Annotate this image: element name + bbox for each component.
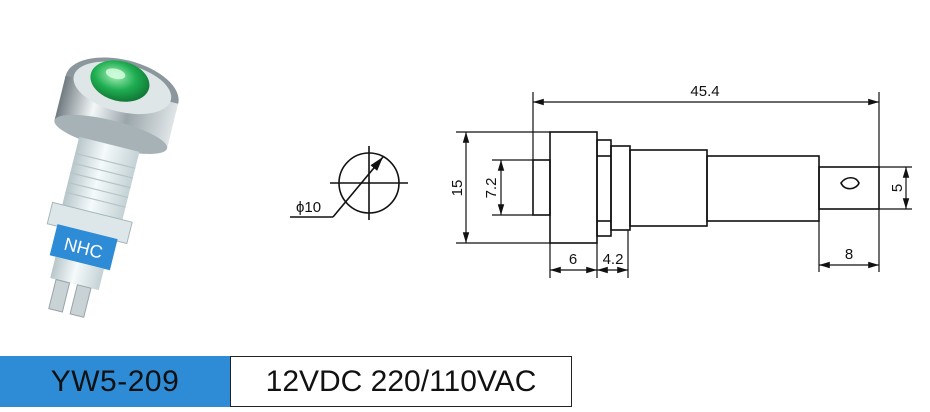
main-body xyxy=(549,131,598,244)
collar xyxy=(610,145,631,231)
thread-body xyxy=(629,149,708,227)
diameter-leader xyxy=(332,156,384,218)
rear-housing xyxy=(706,155,820,222)
side-view xyxy=(532,131,880,244)
terminal xyxy=(818,166,880,210)
terminal-hole xyxy=(840,176,860,190)
voltage-spec: 12VDC 220/110VAC xyxy=(265,364,537,398)
voltage-box: 12VDC 220/110VAC xyxy=(230,356,572,407)
diameter-label: ϕ10 xyxy=(296,199,321,216)
label-terminal-width: 5 xyxy=(889,184,906,192)
label-nut-length: 4.2 xyxy=(603,251,624,268)
model-box: YW5-209 xyxy=(0,356,230,407)
label-body-length: 6 xyxy=(569,251,577,268)
front-view xyxy=(290,146,408,220)
label-terminal-length: 8 xyxy=(845,246,853,263)
brand-label xyxy=(49,224,118,271)
model-number: YW5-209 xyxy=(50,364,180,398)
dimension-lines xyxy=(456,92,912,278)
label-overall-length: 45.4 xyxy=(690,83,719,100)
bezel-flange xyxy=(532,159,551,216)
terminal-right xyxy=(69,284,92,318)
product-photo: NHC xyxy=(46,57,179,318)
green-lens xyxy=(90,60,150,102)
terminal-left xyxy=(48,278,71,313)
label-body-height: 15 xyxy=(449,180,466,197)
label-inner-height: 7.2 xyxy=(483,178,500,199)
